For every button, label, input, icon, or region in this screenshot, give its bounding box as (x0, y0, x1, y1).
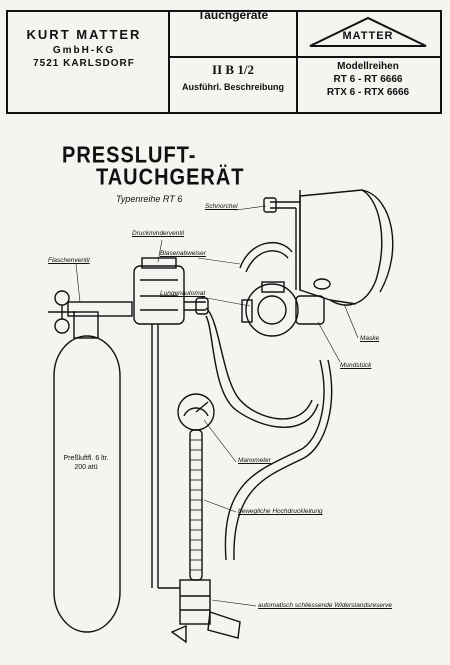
reserve-handle (170, 624, 187, 644)
company-address: 7521 KARLSDORF (33, 58, 135, 70)
models-heading: Modellreihen (337, 61, 399, 72)
label-hochdruckleitung: bewegliche Hochdruckleitung (238, 508, 323, 515)
mouthpiece (295, 295, 325, 325)
bubble-deflector (239, 242, 293, 269)
header-divider (168, 10, 170, 114)
document-code: II B 1/2 (212, 62, 254, 77)
dive-mask (299, 189, 383, 306)
drawing-title-line-2: TAUCHGERÄT (96, 165, 245, 191)
drawing-subtitle: Typenreihe RT 6 (116, 194, 183, 204)
header-box (6, 10, 442, 114)
label-manometer: Manometer (238, 457, 271, 464)
company-block: KURT MATTER GmbH-KG 7521 KARLSDORF (4, 26, 164, 71)
valve-block (67, 301, 133, 317)
product-category: Tauchgeräte (197, 8, 269, 22)
label-schnorchel: Schnorchel (205, 203, 238, 210)
label-lungenautomat: Lungenautomat (160, 290, 206, 297)
lung-automat (245, 283, 299, 337)
company-form: GmbH-KG (52, 44, 116, 56)
document-description: Ausführl. Beschreibung (181, 82, 284, 92)
label-flaschenventil: Flaschenventil (48, 257, 90, 264)
logo-text: MATTER (342, 30, 394, 42)
reserve-valve (179, 579, 211, 625)
label-reserve: automatisch schliessende Widerstandsrese… (258, 602, 392, 609)
air-tank (53, 335, 121, 633)
tank-spec: Preßluftfl. 6 ltr. 200 atü (56, 455, 116, 473)
header-divider (296, 10, 298, 114)
pressure-regulator (133, 265, 185, 325)
bottle-valve (73, 311, 99, 339)
label-druckminderventil: Druckminderventil (132, 230, 185, 237)
valve-knob-bottom-icon (54, 318, 70, 334)
header-divider (168, 56, 442, 58)
matter-logo-icon (309, 16, 427, 47)
drawing-title-line-1: PRESSLUFT- (62, 143, 197, 169)
models-line-2: RTX 6 - RTX 6666 (326, 87, 410, 98)
models-block: Modellreihen RT 6 - RT 6666 RTX 6 - RTX … (300, 60, 436, 99)
label-mundstueck: Mundstück (340, 362, 372, 369)
tank-spec-volume: Preßluftfl. 6 ltr. (63, 455, 109, 462)
valve-knob-top-icon (54, 290, 70, 306)
reserve-lever (207, 611, 241, 639)
models-line-1: RT 6 - RT 6666 (333, 74, 403, 85)
tank-spec-pressure: 200 atü (74, 463, 98, 471)
label-maske: Maske (360, 335, 380, 342)
company-name: KURT MATTER (26, 27, 142, 42)
label-blasenabweiser: Blasenabweiser (160, 250, 206, 257)
high-pressure-hose (189, 429, 203, 581)
